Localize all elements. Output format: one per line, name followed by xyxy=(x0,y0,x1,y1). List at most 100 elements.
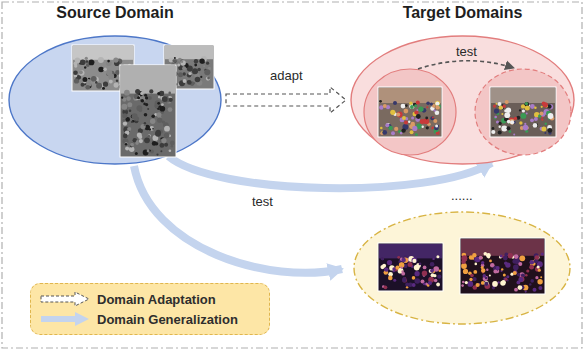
photo-person xyxy=(200,59,205,64)
photo-person xyxy=(435,102,439,106)
photo-person xyxy=(472,253,476,257)
photo-person xyxy=(519,121,522,124)
photo-person xyxy=(467,281,473,287)
photo-person xyxy=(525,274,528,277)
photo-person xyxy=(411,116,414,119)
photo-person xyxy=(481,266,484,269)
photo-person xyxy=(393,279,396,282)
photo-person xyxy=(390,110,395,115)
photo-person xyxy=(109,80,113,84)
photo-person xyxy=(141,124,146,129)
photo-person xyxy=(525,291,527,293)
test-label: test xyxy=(454,45,479,60)
photo-person xyxy=(379,100,382,103)
photo-person xyxy=(79,70,83,74)
photo-person xyxy=(500,255,503,258)
photo-person xyxy=(387,260,392,265)
photo-person xyxy=(187,80,192,85)
photo-person xyxy=(144,113,148,117)
photo-person xyxy=(529,283,531,285)
photo-person xyxy=(543,102,548,107)
photo-person xyxy=(475,263,478,266)
photo-person xyxy=(85,57,88,60)
photo-person xyxy=(169,98,173,102)
photo-person xyxy=(541,118,543,120)
photo-person xyxy=(540,112,544,116)
photo-person xyxy=(156,154,158,156)
photo-person xyxy=(433,109,435,111)
photo-person xyxy=(79,70,85,76)
photo-person xyxy=(510,120,514,124)
photo-person xyxy=(135,141,139,145)
photo-person xyxy=(481,261,484,264)
legend-box: Domain Adaptation Domain Generalization xyxy=(30,283,270,335)
photo-person xyxy=(195,77,201,83)
photo-person xyxy=(470,274,474,278)
photo-person xyxy=(381,258,384,261)
photo-person xyxy=(402,258,406,262)
photo-person xyxy=(121,104,127,110)
photo-person xyxy=(514,288,518,292)
photo-person xyxy=(148,96,152,100)
photo-person xyxy=(410,130,414,134)
photo-person xyxy=(534,107,537,110)
photo-person xyxy=(501,113,503,115)
photo-person xyxy=(522,109,525,112)
photo-person xyxy=(86,60,88,62)
adaptation-arrow xyxy=(226,87,346,113)
photo-person xyxy=(396,112,400,116)
photo-person xyxy=(206,62,209,65)
legend-row: Domain Generalization xyxy=(39,311,261,327)
photo-person xyxy=(169,99,172,102)
photo-person xyxy=(401,104,406,109)
photo-person xyxy=(412,276,416,280)
photo-person xyxy=(192,68,198,74)
photo-person xyxy=(144,94,147,97)
photo-person xyxy=(127,102,132,107)
photo-person xyxy=(436,105,440,109)
photo-person xyxy=(501,125,507,131)
photo-person xyxy=(401,128,405,132)
photo-person xyxy=(162,120,165,123)
photo-person xyxy=(415,271,420,276)
photo-person xyxy=(535,255,540,260)
photo-person xyxy=(414,265,420,271)
photo-person xyxy=(200,76,202,78)
photo-person xyxy=(143,150,149,156)
photo-person xyxy=(402,278,407,283)
photo-person xyxy=(507,126,511,130)
photo-person xyxy=(517,273,520,276)
photo-person xyxy=(518,285,523,290)
photo-person xyxy=(504,112,510,118)
photo-person xyxy=(484,282,488,286)
photo-person xyxy=(164,143,168,147)
photo-person xyxy=(430,116,434,120)
photo-person xyxy=(513,271,517,275)
photo-person xyxy=(461,259,466,264)
photo-frame xyxy=(378,87,442,137)
photo-person xyxy=(125,143,127,145)
photo-person xyxy=(91,76,97,82)
photo-person xyxy=(415,278,421,284)
photo-person xyxy=(126,96,131,101)
photo-person xyxy=(538,269,541,272)
photo-person xyxy=(74,78,79,83)
photo-person xyxy=(436,255,439,258)
photo-person xyxy=(157,102,160,105)
photo-person xyxy=(523,125,529,131)
test-arrow xyxy=(418,61,514,69)
photo-person xyxy=(418,106,423,111)
crowd-photo xyxy=(120,65,176,157)
photo-person xyxy=(419,263,422,266)
photo-person xyxy=(537,279,542,284)
crowd-photo xyxy=(460,238,545,294)
photo-person xyxy=(115,70,120,75)
photo-person xyxy=(157,118,162,123)
photo-person xyxy=(143,103,146,106)
photo-person xyxy=(513,270,517,274)
photo-person xyxy=(508,253,513,258)
photo-person xyxy=(416,114,421,119)
photo-person xyxy=(544,132,546,134)
photo-person xyxy=(395,266,399,270)
photo-person xyxy=(155,100,161,106)
